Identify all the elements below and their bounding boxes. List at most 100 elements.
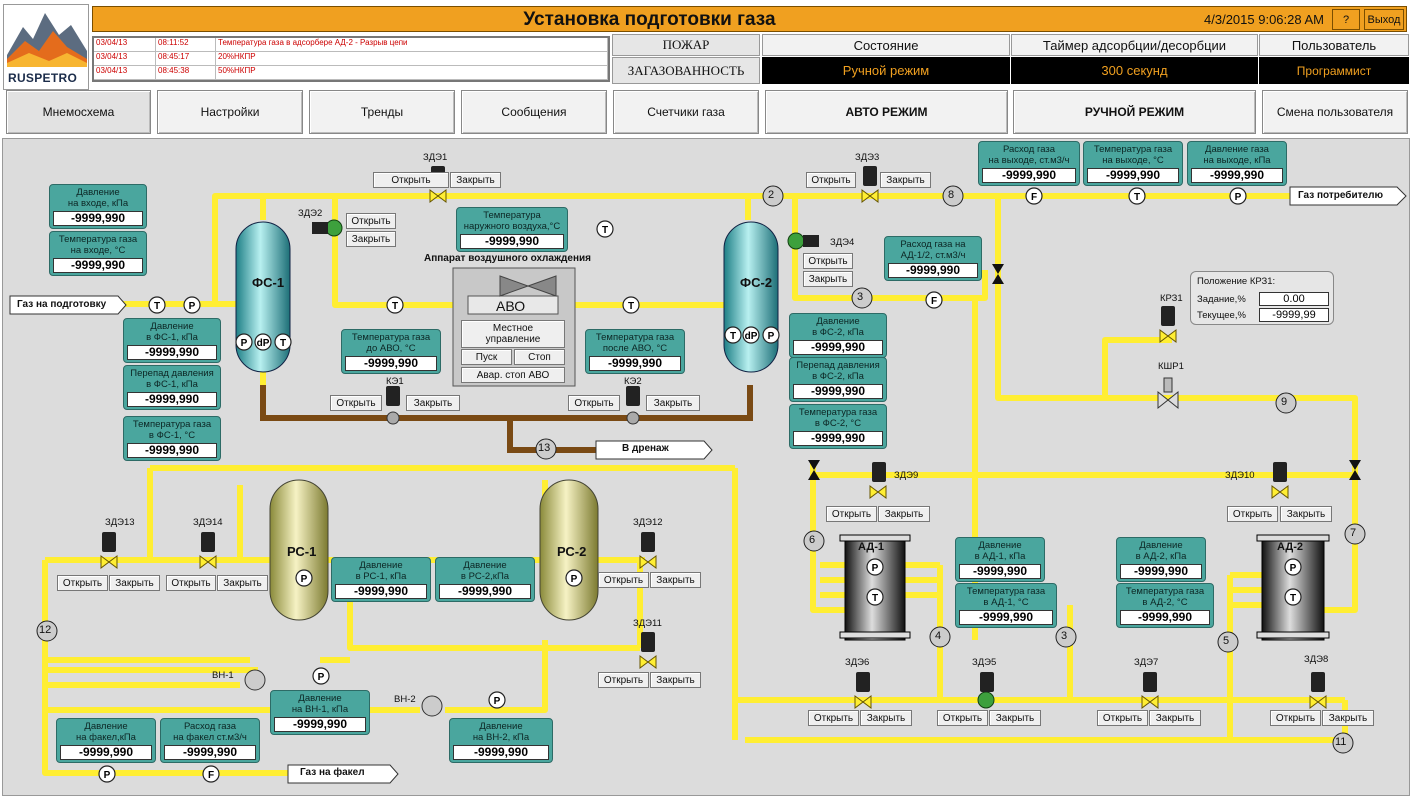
avo-start-button[interactable]: Пуск [461,349,512,365]
svg-text:dP: dP [257,338,270,349]
svg-text:F: F [1031,192,1037,203]
gas-out-label: Газ потребителю [1298,190,1383,201]
vn2-label: ВН-2 [394,694,416,705]
flare-label: Газ на факел [300,767,365,778]
tag-p-fs2: Давление в ФС-2, кПа-9999,990 [789,313,887,358]
kshr1-valve [1157,377,1179,410]
tag-label: Давление на факел,кПа [76,721,136,743]
fs2-vessel [723,221,779,373]
zde2-open-button[interactable]: Открыть [346,213,396,229]
zde4-open-button[interactable]: Открыть [803,253,853,269]
ke1-label: КЭ1 [386,376,404,387]
tag-label: Давление в ФС-2, кПа [812,316,864,338]
krz1-cur-label: Текущее,% [1197,310,1246,321]
zde7-open-button[interactable]: Открыть [1097,710,1148,726]
tag-p-flare: Давление на факел,кПа-9999,990 [56,718,156,763]
page-title: Установка подготовки газа [523,9,776,30]
zde13-close-button[interactable]: Закрыть [109,575,160,591]
zde10-open-button[interactable]: Открыть [1227,506,1278,522]
svg-text:T: T [392,301,398,312]
ke2-close-button[interactable]: Закрыть [646,395,700,411]
nav-messages[interactable]: Сообщения [461,90,607,134]
zde10-close-button[interactable]: Закрыть [1280,506,1332,522]
svg-text:T: T [872,593,878,604]
manual-mode-button[interactable]: РУЧНОЙ РЕЖИМ [1013,90,1256,134]
tag-p-fs1: Давление в ФС-1, кПа-9999,990 [123,318,221,363]
node-13: 13 [538,442,551,454]
tag-value: -9999,990 [127,345,217,360]
tag-label: Давление на входе, кПа [67,187,129,209]
zde2-close-button[interactable]: Закрыть [346,231,396,247]
zde1-close-button[interactable]: Закрыть [450,172,501,188]
zde13-open-button[interactable]: Открыть [57,575,108,591]
zde10-label: ЗДЭ10 [1225,470,1255,481]
zde11-close-button[interactable]: Закрыть [650,672,701,688]
rs1-label: РС-1 [287,544,317,559]
krz1-set-input[interactable]: 0.00 [1259,292,1329,306]
tag-label: Расход газа на выходе, ст.м3/ч [988,144,1070,166]
alarm-date: 03/04/13 [94,66,156,79]
tag-label: Температура газа после АВО, °C [595,332,675,354]
avo-local-control[interactable]: Местное управление [461,320,565,348]
zde12-open-button[interactable]: Открыть [598,572,649,588]
tag-value: -9999,990 [1120,610,1210,625]
zde5-close-button[interactable]: Закрыть [989,710,1041,726]
fs1-label: ФС-1 [252,275,285,290]
alarm-time: 08:11:52 [156,38,216,51]
ke1-open-button[interactable]: Открыть [330,395,382,411]
tag-t-fs2: Температура газа в ФС-2, °C-9999,990 [789,404,887,449]
zde6-open-button[interactable]: Открыть [808,710,859,726]
zde14-open-button[interactable]: Открыть [166,575,216,591]
ke2-open-button[interactable]: Открыть [568,395,620,411]
help-button[interactable]: ? [1332,9,1360,30]
exit-button[interactable]: Выход [1364,9,1404,30]
zde1-open-button[interactable]: Открыть [373,172,449,188]
tag-t-ad1: Температура газа в АД-1, °C-9999,990 [955,583,1057,628]
zde8-open-button[interactable]: Открыть [1270,710,1321,726]
zde9-open-button[interactable]: Открыть [826,506,877,522]
ke1-close-button[interactable]: Закрыть [406,395,460,411]
avo-estop-button[interactable]: Авар. стоп АВО [461,367,565,383]
avo-stop-button[interactable]: Стоп [514,349,565,365]
zde6-close-button[interactable]: Закрыть [860,710,912,726]
user-value: Программист [1259,57,1409,84]
tag-value: -9999,990 [453,745,549,760]
nav-trends[interactable]: Тренды [309,90,455,134]
zde14-close-button[interactable]: Закрыть [217,575,268,591]
avo-name: АВО [496,298,526,314]
zde11-open-button[interactable]: Открыть [598,672,649,688]
tag-label: Давление газа на выходе, кПа [1203,144,1271,166]
auto-mode-button[interactable]: АВТО РЕЖИМ [765,90,1008,134]
timer-value: 300 секунд [1011,57,1258,84]
zde3-close-button[interactable]: Закрыть [880,172,931,188]
zde12-close-button[interactable]: Закрыть [650,572,701,588]
change-user-button[interactable]: Смена пользователя [1262,90,1408,134]
alarm-text: Температура газа в адсорбере АД-2 - Разр… [216,38,608,51]
zde5-open-button[interactable]: Открыть [937,710,988,726]
nav-mnemo[interactable]: Мнемосхема [6,90,151,134]
alarm-text: 20%НКПР [216,52,608,65]
tag-value: -9999,990 [53,258,143,273]
zde4-close-button[interactable]: Закрыть [803,271,853,287]
rs2-vessel [539,479,599,621]
state-header: Состояние [762,34,1010,56]
zde3-open-button[interactable]: Открыть [806,172,856,188]
node-12: 12 [39,624,52,636]
svg-text:P: P [571,574,578,585]
zde8-close-button[interactable]: Закрыть [1322,710,1374,726]
tag-t-air: Температура наружного воздуха,°C-9999,99… [456,207,568,252]
nav-gas-meters[interactable]: Счетчики газа [613,90,759,134]
fan-icon [499,275,557,297]
tag-label: Давление в РС-1, кПа [355,560,407,582]
tag-value: -9999,990 [1120,564,1202,579]
zde7-close-button[interactable]: Закрыть [1149,710,1201,726]
node-3b: 3 [1061,630,1068,642]
svg-text:F: F [931,296,937,307]
zde6-label: ЗДЭ6 [845,657,870,668]
nav-settings[interactable]: Настройки [157,90,303,134]
zde9-close-button[interactable]: Закрыть [878,506,930,522]
